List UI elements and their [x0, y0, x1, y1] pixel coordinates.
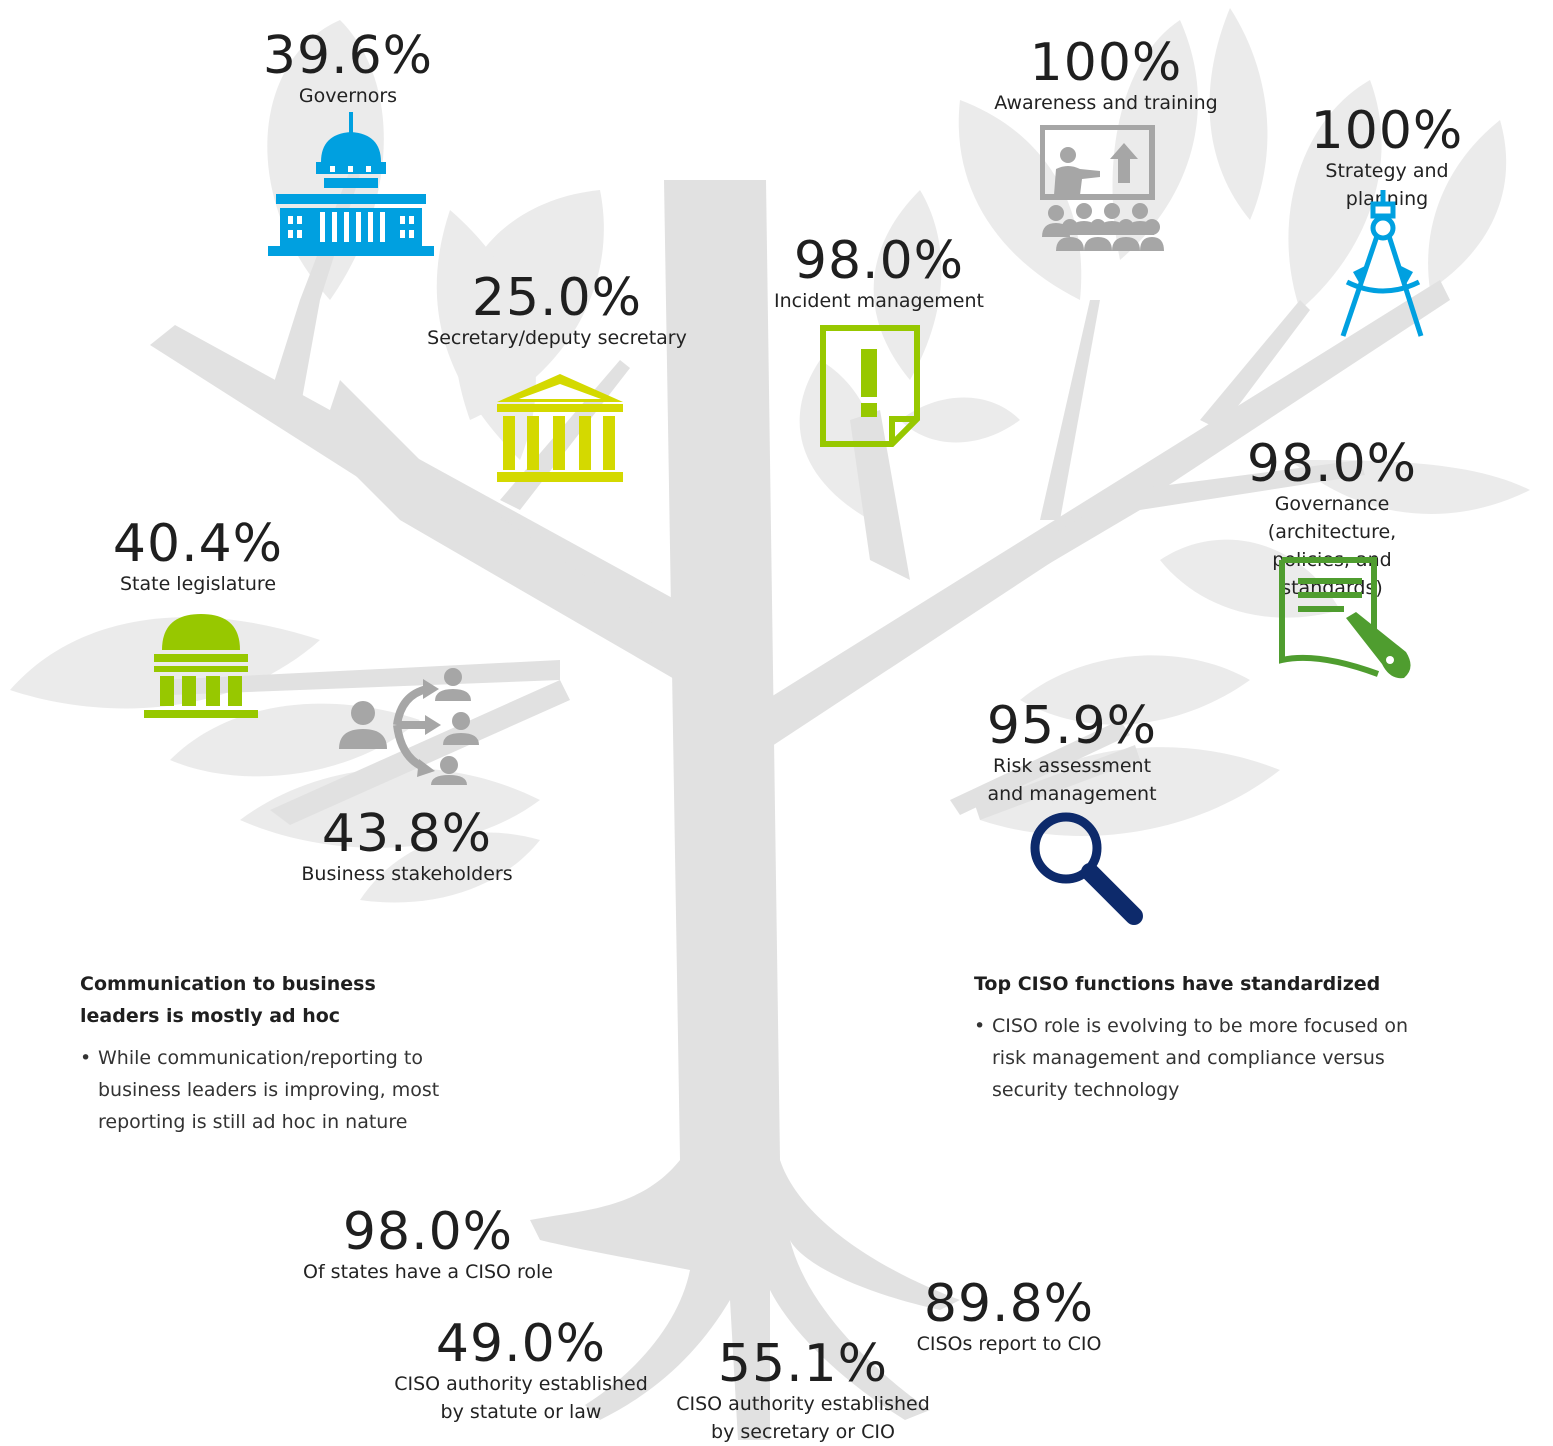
note-communication: Communication to business leaders is mos…: [80, 968, 480, 1138]
alert-document-icon: [820, 325, 920, 447]
presentation-icon: [1040, 125, 1164, 251]
business-label: Business stakeholders: [301, 863, 513, 885]
stat-statute: 49.0% CISO authority established by stat…: [394, 1318, 648, 1426]
stat-secretary: 25.0% Secretary/deputy secretary: [427, 272, 687, 352]
awareness-percent: 100%: [1029, 33, 1183, 93]
stat-business: 43.8% Business stakeholders: [301, 808, 512, 888]
bullet-marker: •: [80, 1047, 92, 1069]
stat-report-cio: 89.8% CISOs report to CIO: [917, 1278, 1102, 1358]
secretary-label: Secretary/deputy secretary: [427, 327, 687, 349]
stat-risk: 95.9% Risk assessment and management: [987, 700, 1157, 808]
magnifier-icon: [1030, 812, 1143, 925]
legislature-percent: 40.4%: [112, 514, 284, 574]
ciso-role-percent: 98.0%: [342, 1202, 514, 1262]
secretary-percent: 25.0%: [471, 268, 643, 328]
business-percent: 43.8%: [321, 804, 493, 864]
stat-awareness: 100% Awareness and training: [994, 37, 1217, 117]
government-building-icon: [497, 374, 623, 482]
capitol-icon: [268, 112, 434, 256]
stat-governors: 39.6% Governors: [263, 30, 433, 110]
secretary-cio-label: CISO authority established by secretary …: [676, 1393, 930, 1443]
note-communication-bullet: • While communication/reporting to busin…: [80, 1042, 480, 1138]
governors-percent: 39.6%: [262, 26, 434, 86]
statute-percent: 49.0%: [435, 1314, 607, 1374]
report-cio-label: CISOs report to CIO: [916, 1333, 1102, 1355]
note-ciso-functions-bullet: • CISO role is evolving to be more focus…: [974, 1010, 1444, 1106]
dome-building-icon: [144, 614, 258, 718]
incident-label: Incident management: [774, 290, 984, 312]
note-ciso-functions-title: Top CISO functions have standardized: [974, 973, 1381, 995]
governors-label: Governors: [298, 85, 398, 107]
ciso-role-label: Of states have a CISO role: [302, 1261, 554, 1283]
compass-icon: [1340, 190, 1424, 337]
stat-ciso-role: 98.0% Of states have a CISO role: [303, 1206, 553, 1286]
note-communication-text: While communication/reporting to busines…: [98, 1047, 440, 1133]
note-ciso-functions: Top CISO functions have standardized • C…: [974, 968, 1444, 1106]
risk-label: Risk assessment and management: [987, 755, 1157, 805]
trunk-and-branches: [150, 170, 1450, 1440]
note-ciso-functions-text: CISO role is evolving to be more focused…: [992, 1015, 1408, 1101]
governance-percent: 98.0%: [1246, 434, 1418, 494]
stat-secretary-cio: 55.1% CISO authority established by secr…: [676, 1338, 930, 1446]
strategy-label: Strategy and planning: [1325, 160, 1449, 210]
note-communication-title: Communication to business leaders is mos…: [80, 973, 376, 1027]
document-pen-icon: [1279, 557, 1411, 679]
stat-strategy: 100% Strategy and planning: [1304, 105, 1470, 213]
bullet-marker: •: [974, 1015, 986, 1037]
legislature-label: State legislature: [119, 573, 277, 595]
strategy-percent: 100%: [1310, 101, 1464, 161]
secretary-cio-percent: 55.1%: [717, 1334, 889, 1394]
statute-label: CISO authority established by statute or…: [394, 1373, 648, 1423]
incident-percent: 98.0%: [793, 231, 965, 291]
awareness-label: Awareness and training: [994, 92, 1218, 114]
stat-legislature: 40.4% State legislature: [113, 518, 283, 598]
risk-percent: 95.9%: [986, 696, 1158, 756]
people-network-icon: [339, 668, 479, 785]
report-cio-percent: 89.8%: [923, 1274, 1095, 1334]
stat-incident: 98.0% Incident management: [774, 235, 984, 315]
